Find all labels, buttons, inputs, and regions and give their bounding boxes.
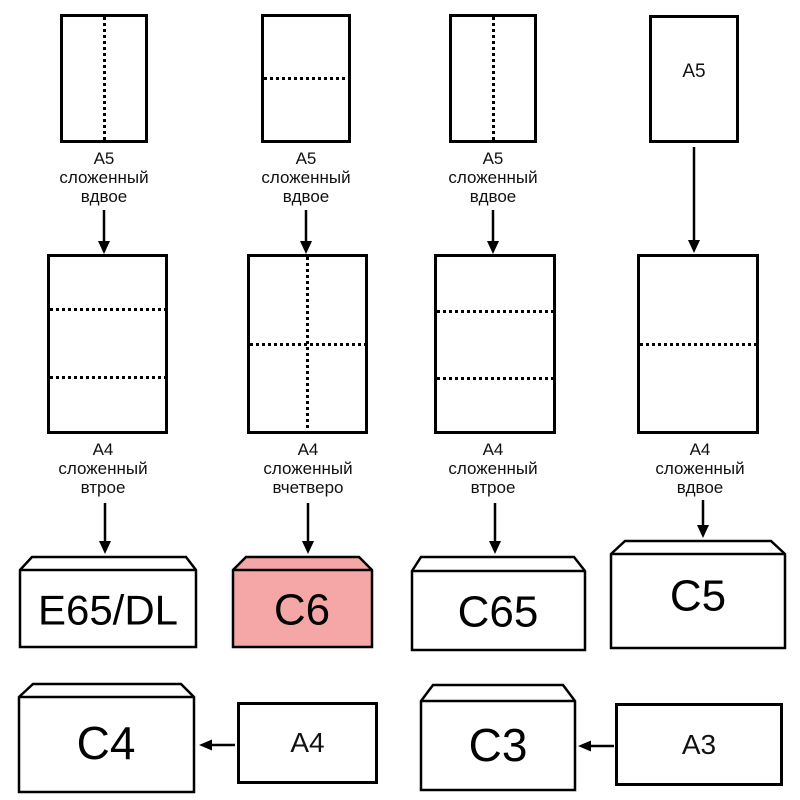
a4-source-sheet: A4 [237,702,378,784]
arrow-left-icon [199,739,235,751]
a5-sheet-fold-horizontal [261,14,351,143]
envelope-label: C65 [458,588,539,637]
envelope-label: E65/DL [38,587,178,634]
arrow-down-icon [302,503,314,554]
envelope-c5: C5 [609,539,787,650]
arrow-down-icon [300,210,312,254]
arrow-down-icon [99,503,111,554]
fold-line-horizontal [50,308,165,311]
caption-a4-col2: A4 сложенный вчетверо [263,440,353,497]
envelope-label: C3 [469,719,528,771]
arrow-down-icon [489,503,501,554]
envelope-label: C5 [670,572,726,621]
a4-sheet-thirds-2 [434,254,556,434]
envelope-c3: C3 [419,683,577,792]
caption-a5-col3: A5 сложенный вдвое [448,149,538,206]
fold-line-horizontal [250,343,365,346]
arrow-down-icon [697,500,709,538]
a5-inner-label: A5 [682,61,706,82]
fold-line-horizontal [640,343,756,346]
envelope-c65: C65 [410,555,587,652]
arrow-down-icon [688,147,700,253]
envelope-label: C6 [274,586,330,635]
envelope-e65dl: E65/DL [18,555,198,649]
fold-line-horizontal [50,376,165,379]
a5-sheet-fold-vertical-2 [449,14,537,143]
arrow-down-icon [487,210,499,254]
a4-sheet-thirds-1 [47,254,168,434]
caption-a4-col4: A4 сложенный вдвое [655,440,745,497]
fold-line-horizontal [437,310,553,313]
a5-sheet-fold-vertical-1 [60,14,148,143]
caption-a5-col1: A5 сложенный вдвое [59,149,149,206]
fold-line-horizontal [264,77,348,80]
envelope-label: C4 [77,717,136,769]
fold-line-vertical [491,17,495,140]
arrow-down-icon [98,210,110,254]
fold-line-vertical [102,17,106,140]
caption-a4-col1: A4 сложенный втрое [58,440,148,497]
envelope-c4: C4 [17,682,196,794]
a4-sheet-quarters [247,254,368,434]
a4-sheet-half [637,254,759,434]
a5-sheet-plain: A5 [649,15,739,143]
envelope-c6-highlighted: C6 [231,555,374,649]
a3-source-sheet: A3 [615,703,783,786]
a4-source-label: A4 [290,727,325,758]
fold-line-horizontal [437,377,553,380]
caption-a4-col3: A4 сложенный втрое [448,440,538,497]
caption-a5-col2: A5 сложенный вдвое [261,149,351,206]
a3-source-label: A3 [681,728,717,760]
arrow-left-icon [578,740,614,752]
